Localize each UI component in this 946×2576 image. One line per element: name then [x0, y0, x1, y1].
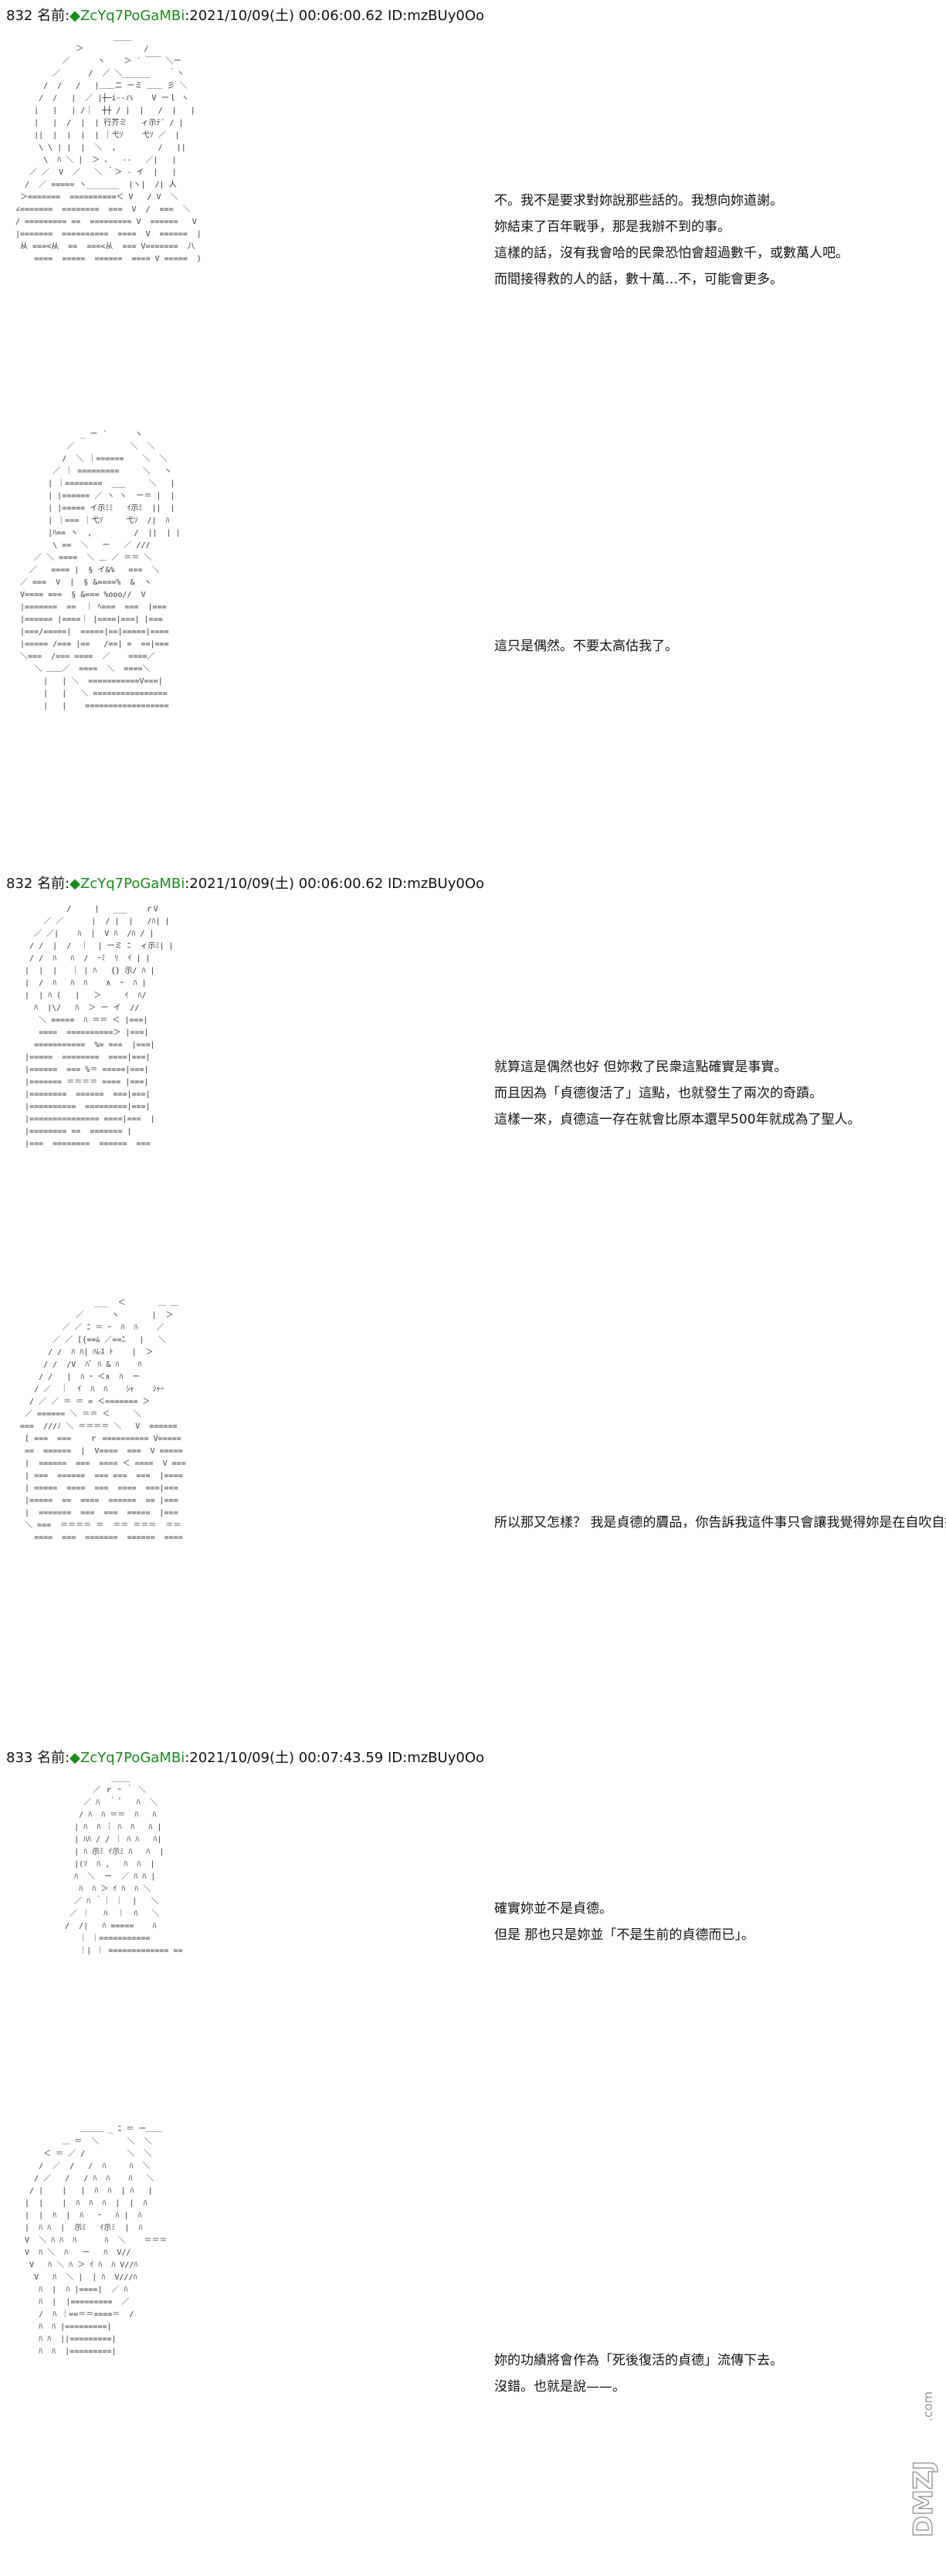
dialogue-line: 就算這是偶然也好 但妳救了民衆這點確實是事實。 — [494, 1059, 788, 1075]
dialogue-line: 沒錯。也就是說——。 — [494, 2379, 626, 2395]
post-header: 832 名前:◆ZcYq7PoGaMBi:2021/10/09(土) 00:06… — [6, 5, 484, 25]
dialogue-line: 確實妳並不是貞德。 — [494, 1901, 612, 1917]
post-trip[interactable]: ◆ZcYq7PoGaMBi — [70, 1750, 185, 1766]
dialogue-line: 所以那又怎樣？ 我是貞德的贗品，你告訴我這件事只會讓我覺得妳是在自吹自擂。 — [494, 1515, 946, 1530]
post-meta: :2021/10/09(土) 00:06:00.62 ID:mzBUy0Oo — [185, 8, 484, 24]
dialogue-line: 而且因為「貞德復活了」這點，也就發生了兩次的奇蹟。 — [494, 1086, 822, 1101]
post-trip[interactable]: ◆ZcYq7PoGaMBi — [70, 876, 185, 892]
ascii-art-illustration: ___ ＜ ＿ ＿ ／ ヽ | ＞ ／ ／ ﾆ ＝ ｰ ﾊ ﾊ ／ ／ ／ [{… — [20, 1299, 186, 1542]
ascii-art-illustration: ____ ／ ｒ ｰ ｀ ＼ ／ ﾊ ｀ ﾟ ﾊ ＼ / ﾊ ﾊ ＝＝ ﾊ ﾊ … — [65, 1774, 183, 1955]
post-number: 833 — [6, 1750, 33, 1766]
dialogue-line: 妳結束了百年戰爭，那是我辦不到的事。 — [494, 219, 731, 235]
dialogue-line: 這樣一來，貞德這一存在就會比原本還早500年就成為了聖人。 — [494, 1112, 861, 1127]
dialogue-block: 所以那又怎樣？ 我是貞德的贗品，你告訴我這件事只會讓我覺得妳是在自吹自擂。 — [494, 1510, 946, 1536]
dialogue-line: 而間接得救的人的話，數十萬…不，可能會更多。 — [494, 272, 783, 287]
post-number: 832 — [6, 8, 33, 24]
dialogue-line: 但是 那也只是妳並「不是生前的貞德而已」。 — [494, 1927, 754, 1943]
ascii-art-illustration: / | ___ ｒV ／ ／ | / | | /ﾊ| | ／ ／| ﾊ | V … — [25, 905, 174, 1148]
post-name-label: 名前: — [37, 8, 70, 24]
post-name-label: 名前: — [37, 1750, 70, 1766]
dialogue-line: 這樣的話，沒有我會哈的民衆恐怕會超過數千，或數萬人吧。 — [494, 246, 849, 261]
svg-text:.com: .com — [921, 2391, 935, 2422]
dialogue-line: 不。我不是要求對妳說那些話的。我想向妳道謝。 — [494, 193, 783, 208]
ascii-art-illustration: _ ー ´ ヽ ／ ＼ ＼ / ＼ ｜====== ＼ ＼ ／ ｜ ======… — [20, 430, 181, 710]
svg-text:DMZJ: DMZJ — [910, 2461, 939, 2537]
dialogue-block: 確實妳並不是貞德。 但是 那也只是妳並「不是生前的貞德而已」。 — [494, 1896, 754, 1948]
post-meta: :2021/10/09(土) 00:07:43.59 ID:mzBUy0Oo — [185, 1750, 484, 1766]
post-header: 833 名前:◆ZcYq7PoGaMBi:2021/10/09(土) 00:07… — [6, 1747, 484, 1767]
dialogue-block: 這只是偶然。不要太高估我了。 — [494, 633, 678, 659]
dialogue-block: 不。我不是要求對妳說那些話的。我想向妳道謝。 妳結束了百年戰爭，那是我辦不到的事… — [494, 188, 849, 293]
post-number: 832 — [6, 876, 33, 892]
dialogue-block: 就算這是偶然也好 但妳救了民衆這點確實是事實。 而且因為「貞德復活了」這點，也就… — [494, 1054, 860, 1133]
post-header: 832 名前:◆ZcYq7PoGaMBi:2021/10/09(土) 00:06… — [6, 873, 484, 893]
dialogue-line: 這只是偶然。不要太高估我了。 — [494, 639, 678, 654]
ascii-art-illustration: ＿＿＿ _ ﾆ ＝ ー＿＿ ＿ ＝ ＼ ＼ ＼ ＜ ＝ ／ / ＼ ＼ / ／ … — [25, 2125, 168, 2356]
post-name-label: 名前: — [37, 876, 70, 892]
dialogue-block: 妳的功績將會作為「死後復活的貞德」流傳下去。 沒錯。也就是說——。 — [494, 2347, 783, 2400]
dialogue-line: 妳的功績將會作為「死後復活的貞德」流傳下去。 — [494, 2353, 783, 2368]
post-trip[interactable]: ◆ZcYq7PoGaMBi — [70, 8, 185, 24]
post-meta: :2021/10/09(土) 00:06:00.62 ID:mzBUy0Oo — [185, 876, 484, 892]
site-watermark-logo: DMZJ .com — [910, 2391, 940, 2538]
ascii-art-illustration: ____ ＞ / ／ ヽ ＞ ´ ￣￣ ＼ー ／ / ／ ＼______ ｀ヽ … — [15, 32, 202, 263]
